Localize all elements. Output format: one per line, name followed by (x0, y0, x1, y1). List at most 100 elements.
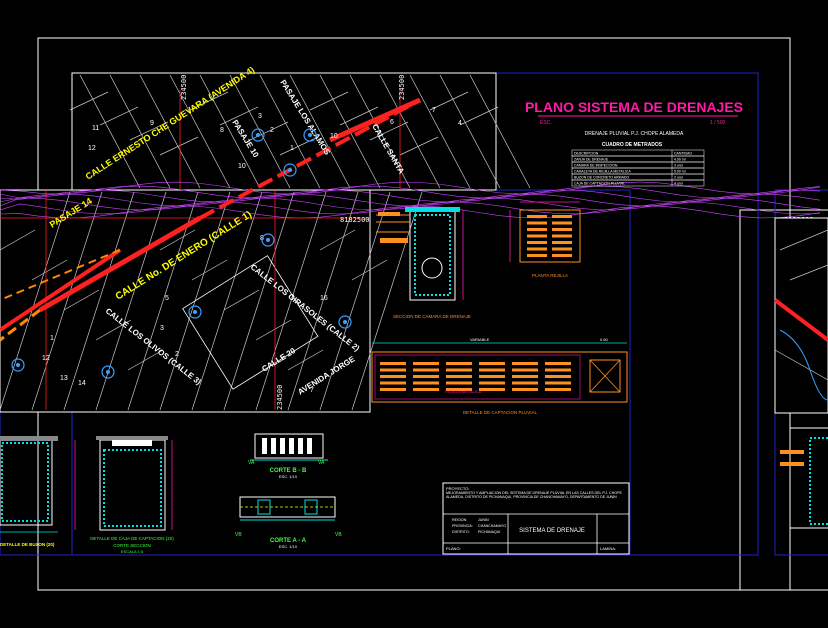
detail-caja: DETALLE DE CAJA DE CAPTACION (20) CORTE … (74, 436, 174, 554)
field-label: PROVINCIA: (452, 524, 473, 528)
drain-main-1 (38, 215, 202, 313)
corte-aa-title: CORTE A - A (270, 538, 307, 544)
metrados-cell: ZANJA DE DRENAJE (574, 158, 609, 162)
lot-number: 9 (150, 120, 154, 127)
drainage-network (0, 97, 422, 342)
sheet-title: SISTEMA DE DRENAJE (519, 528, 585, 534)
manhole-icon[interactable] (188, 305, 202, 319)
metrados-cell: 4 und (674, 182, 683, 186)
coord-label: 8182500 (340, 216, 370, 224)
metrados-cell: CANALETA DE REJILLA METALICA (574, 170, 631, 174)
manhole-icon[interactable] (251, 128, 265, 142)
lot-number: 11 (92, 125, 99, 132)
lot-number: 13 (60, 375, 68, 382)
field-label: DISTRITO: (452, 530, 470, 534)
lot-number: 10 (330, 133, 338, 140)
manhole-icon[interactable] (303, 128, 317, 142)
dim-total: VARIABLE (470, 337, 490, 342)
metrados-cell: 3 und (674, 164, 683, 168)
project-label: PROYECTO: (446, 486, 470, 491)
lot-number: 12 (88, 145, 96, 152)
scale-left: ESC. (540, 120, 552, 126)
lot-number: 7 (310, 387, 314, 394)
manhole-icon[interactable] (283, 163, 297, 177)
lot-number: 14 (78, 380, 86, 387)
captacion-note: REJILLA METALICA (445, 389, 482, 394)
field-value: JUNIN (478, 518, 489, 522)
metrados-cell: DESCRIPCION (574, 152, 599, 156)
corte-bb-title: CORTE B - B (270, 468, 307, 474)
lot-number: 7 (432, 107, 436, 114)
lot-number: 5 (165, 295, 169, 302)
drain-main-2 (0, 248, 122, 332)
field-value: PICHANAQUI (478, 530, 500, 534)
corte-bb-scale: ESC. 1/10 (279, 474, 298, 479)
label-vb: VB (235, 532, 242, 538)
metrados-cell: 4.00 ml (674, 158, 686, 162)
drain-dashed-2 (0, 308, 41, 342)
metrados-cell: BUZON DE CONCRETO ARMADO (574, 176, 629, 180)
detail-captacion: VARIABLE 0.60 REJILLA METALICA DETALLE D… (371, 337, 628, 415)
label-vb-2: VB (335, 532, 342, 538)
coord-label: 234500 (398, 75, 406, 100)
corte-aa-scale: ESC. 1/10 (279, 544, 298, 549)
lot-number: 2 (175, 351, 179, 358)
drawing-title: PLANO SISTEMA DE DRENAJES (525, 99, 743, 115)
detalle-caja-sub: CORTE SECCION (113, 543, 150, 548)
lot-number: 16 (320, 295, 328, 302)
manhole-icon[interactable] (338, 315, 352, 329)
metrados-heading: CUADRO DE METRADOS (602, 142, 663, 148)
field-label: REGION: (452, 518, 467, 522)
lot-number: 2 (270, 127, 274, 134)
metrados-cell: 5.00 ml (674, 170, 686, 174)
lot-number: 12 (42, 355, 50, 362)
metrados-cell: CAJA DE CAPTACION PLUVIAL (574, 182, 625, 186)
metrados-cell: CAMARA DE INSPECCION (574, 164, 618, 168)
detail-corte-bb: VA VA CORTE B - B ESC. 1/10 (248, 433, 328, 479)
lot-number: 6 (390, 119, 394, 126)
sheet-frame-right (739, 209, 828, 591)
detalle-caja-title: DETALLE DE CAJA DE CAPTACION (20) (90, 536, 174, 541)
drawing-subtitle: DRENAJE PLUVIAL P.J. CHOPE ALAMEDA (585, 131, 684, 137)
label-va: VA (248, 460, 255, 466)
captacion-title: DETALLE DE CAPTACION PLUVIAL (463, 410, 538, 415)
manhole-icon[interactable] (11, 358, 25, 372)
lot-number: 3 (258, 113, 262, 120)
metrados-table: DESCRIPCION CANTIDAD ZANJA DE DRENAJE 4.00 … (571, 149, 705, 187)
detail-planta-rejilla: PLANTA REJILLA (509, 201, 581, 278)
manhole-icon[interactable] (261, 233, 275, 247)
city-block-center (182, 255, 319, 390)
title-block: PROYECTO: MEJORAMIENTO Y AMPLIACION DEL … (442, 482, 630, 555)
manholes (11, 128, 352, 379)
detalle-caja-scale: ESCALA 1:5 (121, 549, 144, 554)
drain-dashed-1 (199, 98, 421, 220)
detalle-buzon-title: DETALLE DE BUZON (20) (0, 542, 55, 547)
lot-number: 10 (238, 163, 246, 170)
project-text: MEJORAMIENTO Y AMPLIACION DEL SISTEMA DE… (446, 491, 622, 500)
lot-number: 3 (160, 325, 164, 332)
planta-title: PLANTA REJILLA (532, 273, 568, 278)
detail-camara: SECCION DE CAMARA DE DRENAJE (376, 207, 471, 319)
detail-corte-aa: VB VB CORTE A - A ESC. 1/10 (235, 496, 342, 549)
metrados-cell: 2 und (674, 176, 683, 180)
camara-title: SECCION DE CAMARA DE DRENAJE (393, 314, 471, 319)
lot-number: 8 (220, 127, 224, 134)
lot-number: 1 (50, 335, 54, 342)
dim-side: 0.60 (600, 337, 609, 342)
lot-number: 1 (290, 145, 294, 152)
metrados-cell: CANTIDAD (674, 152, 692, 156)
adjacent-sheet-partial (773, 217, 828, 529)
field-value: CHANCHAMAYO (478, 524, 506, 528)
lot-number: 4 (458, 120, 462, 127)
title-area: PLANO SISTEMA DE DRENAJES ESC. 1 / 500 D… (525, 99, 743, 187)
detail-buzon: DETALLE DE BUZON (20) (0, 436, 58, 547)
site-plan-upper (69, 72, 531, 191)
footer-left: PLANO: (446, 546, 461, 551)
coord-label: 234500 (276, 385, 284, 410)
manhole-icon[interactable] (101, 365, 115, 379)
coord-label: 234500 (180, 75, 188, 100)
label-va-2: VA (318, 460, 325, 466)
footer-right: LAMINA: (600, 546, 616, 551)
